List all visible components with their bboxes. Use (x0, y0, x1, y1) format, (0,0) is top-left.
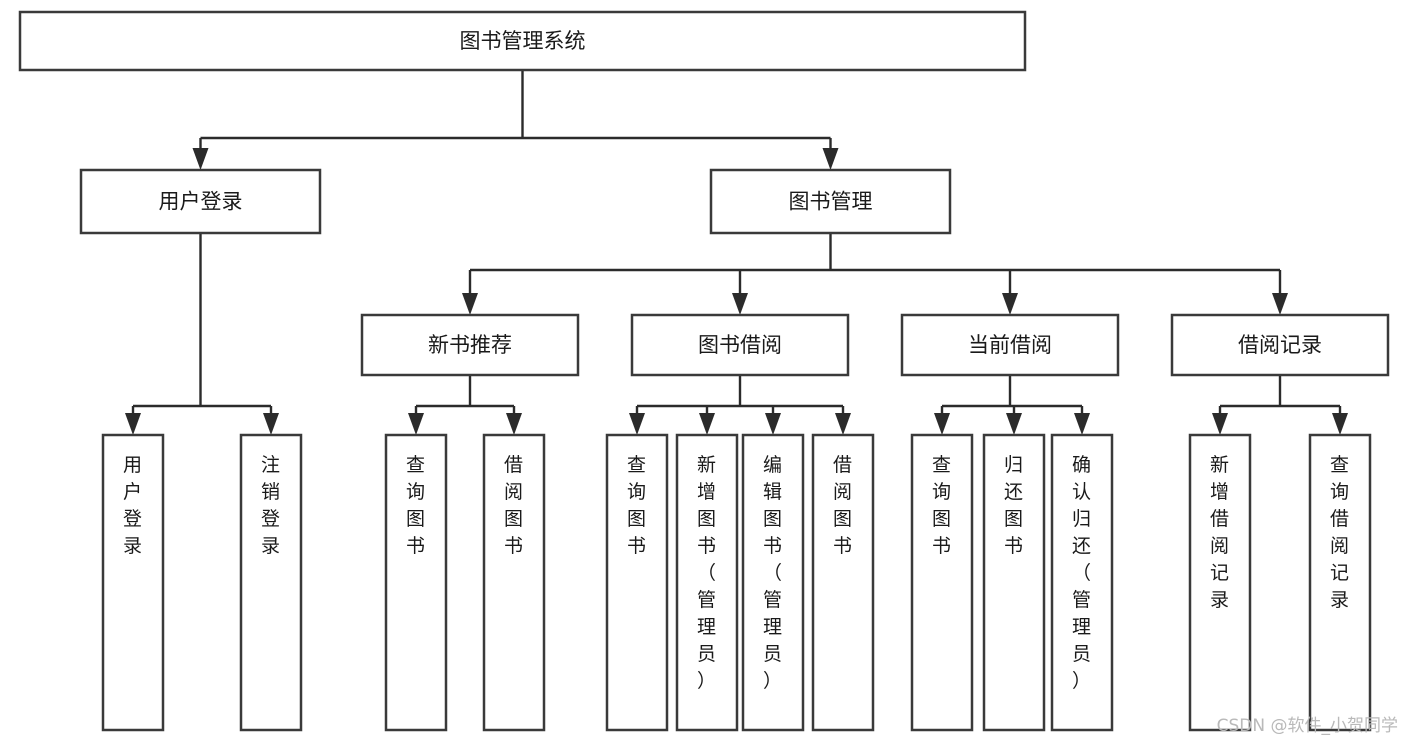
node-label-new-book-recommend: 新书推荐 (428, 333, 512, 357)
node-user-login-logout[interactable]: 注销登录 (239, 433, 303, 732)
n3-borrow-record-branch-1-arrowhead (1332, 413, 1348, 435)
node-box-current-confirm-return[interactable] (1050, 433, 1114, 732)
node-current-query-book[interactable]: 查询图书 (910, 433, 974, 732)
node-box-current-borrow[interactable] (900, 313, 1120, 377)
node-current-confirm-return[interactable]: 确认归还（管理员） (1050, 433, 1114, 732)
node-box-current-return-book[interactable] (982, 433, 1046, 732)
node-box-user-login-login[interactable] (101, 433, 165, 732)
node-box-recommend-borrow-book[interactable] (482, 433, 546, 732)
node-box-borrow-add-book[interactable] (675, 433, 739, 732)
node-borrow-add-book[interactable]: 新增图书（管理员） (675, 433, 739, 732)
node-label-user-login: 用户登录 (159, 190, 243, 214)
node-box-root[interactable] (18, 10, 1027, 72)
n3-book-borrow-branch-2-arrowhead (765, 413, 781, 435)
node-label-current-borrow: 当前借阅 (968, 333, 1052, 357)
n3-new-book-recommend-branch-0-arrowhead (408, 413, 424, 435)
node-user-login[interactable]: 用户登录 (79, 168, 322, 235)
n2-book-manage-branch-3-arrowhead (1272, 293, 1288, 315)
node-borrow-query-book[interactable]: 查询图书 (605, 433, 669, 732)
node-box-record-query[interactable] (1308, 433, 1372, 732)
node-new-book-recommend[interactable]: 新书推荐 (360, 313, 580, 377)
node-box-book-borrow[interactable] (630, 313, 850, 377)
n3-book-borrow-branch-0-arrowhead (629, 413, 645, 435)
node-box-borrow-query-book[interactable] (605, 433, 669, 732)
n2-book-manage-branch-2-arrowhead (1002, 293, 1018, 315)
node-recommend-query-book[interactable]: 查询图书 (384, 433, 448, 732)
node-label-book-borrow: 图书借阅 (698, 333, 782, 357)
node-label-current-return-book: 归还图书 (1004, 454, 1024, 557)
node-root[interactable]: 图书管理系统 (18, 10, 1027, 72)
n3-book-borrow-branch-1-arrowhead (699, 413, 715, 435)
n3-new-book-recommend-branch-1-arrowhead (506, 413, 522, 435)
n2-user-login-branch-0-arrowhead (125, 413, 141, 435)
node-recommend-borrow-book[interactable]: 借阅图书 (482, 433, 546, 732)
n3-current-borrow-branch-2-arrowhead (1074, 413, 1090, 435)
csdn-watermark: CSDN @软件_小贺同学 (1217, 716, 1398, 736)
node-box-borrow-record[interactable] (1170, 313, 1390, 377)
node-record-query[interactable]: 查询借阅记录 (1308, 433, 1372, 732)
n3-borrow-record-branch-0-arrowhead (1212, 413, 1228, 435)
node-label-borrow-record: 借阅记录 (1238, 333, 1322, 357)
n2-book-manage-branch-0-arrowhead (462, 293, 478, 315)
node-borrow-record[interactable]: 借阅记录 (1170, 313, 1390, 377)
n3-current-borrow-branch-1-arrowhead (1006, 413, 1022, 435)
node-box-record-add[interactable] (1188, 433, 1252, 732)
nodes-layer: 图书管理系统用户登录用户登录注销登录图书管理新书推荐查询图书借阅图书图书借阅查询… (18, 10, 1390, 732)
root-branch-1-arrowhead (822, 148, 839, 170)
node-box-new-book-recommend[interactable] (360, 313, 580, 377)
node-box-borrow-borrow-book[interactable] (811, 433, 875, 732)
node-book-manage[interactable]: 图书管理 (709, 168, 952, 235)
node-label-record-add: 新增借阅记录 (1210, 454, 1230, 611)
node-label-book-manage: 图书管理 (789, 190, 873, 214)
node-label-recommend-query-book: 查询图书 (406, 454, 426, 557)
n3-current-borrow-branch-0-arrowhead (934, 413, 950, 435)
node-borrow-edit-book[interactable]: 编辑图书（管理员） (741, 433, 805, 732)
node-label-user-login-login: 用户登录 (123, 454, 143, 557)
node-box-recommend-query-book[interactable] (384, 433, 448, 732)
node-box-user-login[interactable] (79, 168, 322, 235)
node-borrow-borrow-book[interactable]: 借阅图书 (811, 433, 875, 732)
node-current-return-book[interactable]: 归还图书 (982, 433, 1046, 732)
connectors-layer (125, 70, 1348, 435)
node-label-current-query-book: 查询图书 (932, 454, 952, 557)
node-label-borrow-borrow-book: 借阅图书 (833, 454, 853, 557)
node-label-recommend-borrow-book: 借阅图书 (504, 454, 524, 557)
node-label-borrow-edit-book: 编辑图书（管理员） (763, 454, 783, 692)
node-box-book-manage[interactable] (709, 168, 952, 235)
node-current-borrow[interactable]: 当前借阅 (900, 313, 1120, 377)
node-label-record-query: 查询借阅记录 (1330, 454, 1350, 611)
node-box-borrow-edit-book[interactable] (741, 433, 805, 732)
n3-book-borrow-branch-3-arrowhead (835, 413, 851, 435)
node-record-add[interactable]: 新增借阅记录 (1188, 433, 1252, 732)
root-branch-0-arrowhead (192, 148, 209, 170)
node-label-current-confirm-return: 确认归还（管理员） (1072, 454, 1092, 692)
node-label-borrow-query-book: 查询图书 (627, 454, 647, 557)
node-box-current-query-book[interactable] (910, 433, 974, 732)
node-label-root: 图书管理系统 (460, 29, 586, 53)
node-box-user-login-logout[interactable] (239, 433, 303, 732)
node-book-borrow[interactable]: 图书借阅 (630, 313, 850, 377)
node-user-login-login[interactable]: 用户登录 (101, 433, 165, 732)
n2-user-login-branch-1-arrowhead (263, 413, 279, 435)
node-label-borrow-add-book: 新增图书（管理员） (697, 454, 717, 692)
node-label-user-login-logout: 注销登录 (261, 454, 281, 557)
n2-book-manage-branch-1-arrowhead (732, 293, 748, 315)
